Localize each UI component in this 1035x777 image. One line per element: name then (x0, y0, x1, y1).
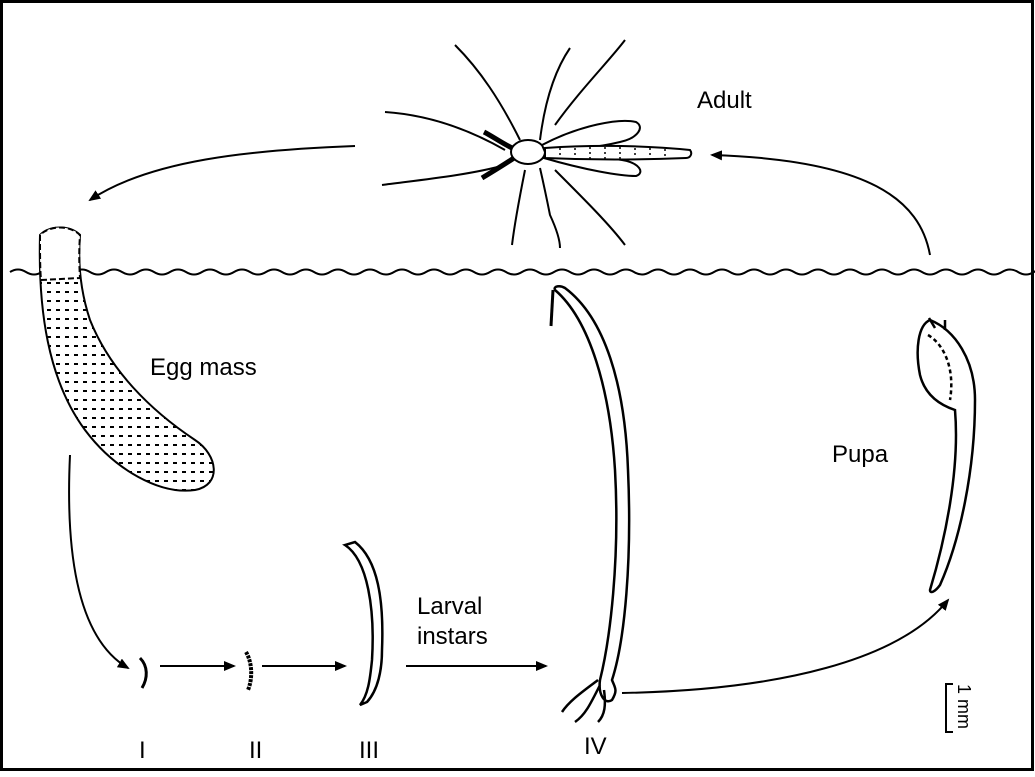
pupa-illustration (918, 318, 975, 592)
larva-siphon (551, 290, 553, 326)
arrow-pupa-to-adult (712, 155, 930, 255)
adult-mosquito-illustration (382, 40, 691, 248)
arrow-adult-to-egg (90, 146, 355, 200)
larva-instar-3 (345, 542, 382, 705)
water-surface-line (10, 270, 1035, 275)
label-larval-line2: instars (417, 623, 488, 650)
label-egg-mass: Egg mass (150, 354, 257, 381)
arrow-egg-to-instar-1 (69, 455, 128, 668)
larva-instar-1 (140, 658, 146, 688)
arrow-instar-4-to-pupa (622, 600, 948, 693)
larva-instar-2 (246, 652, 251, 690)
instar-label-2: II (249, 737, 262, 764)
instar-label-3: III (359, 737, 379, 764)
label-pupa: Pupa (832, 441, 889, 468)
instar-label-1: I (139, 737, 146, 764)
instar-label-4: IV (584, 733, 607, 760)
larva-instar-4 (555, 286, 629, 722)
label-adult: Adult (697, 87, 752, 114)
scale-bar-label: 1 mm (954, 684, 974, 729)
label-larval-line1: Larval (417, 593, 482, 620)
scale-bar: 1 mm (946, 684, 974, 732)
